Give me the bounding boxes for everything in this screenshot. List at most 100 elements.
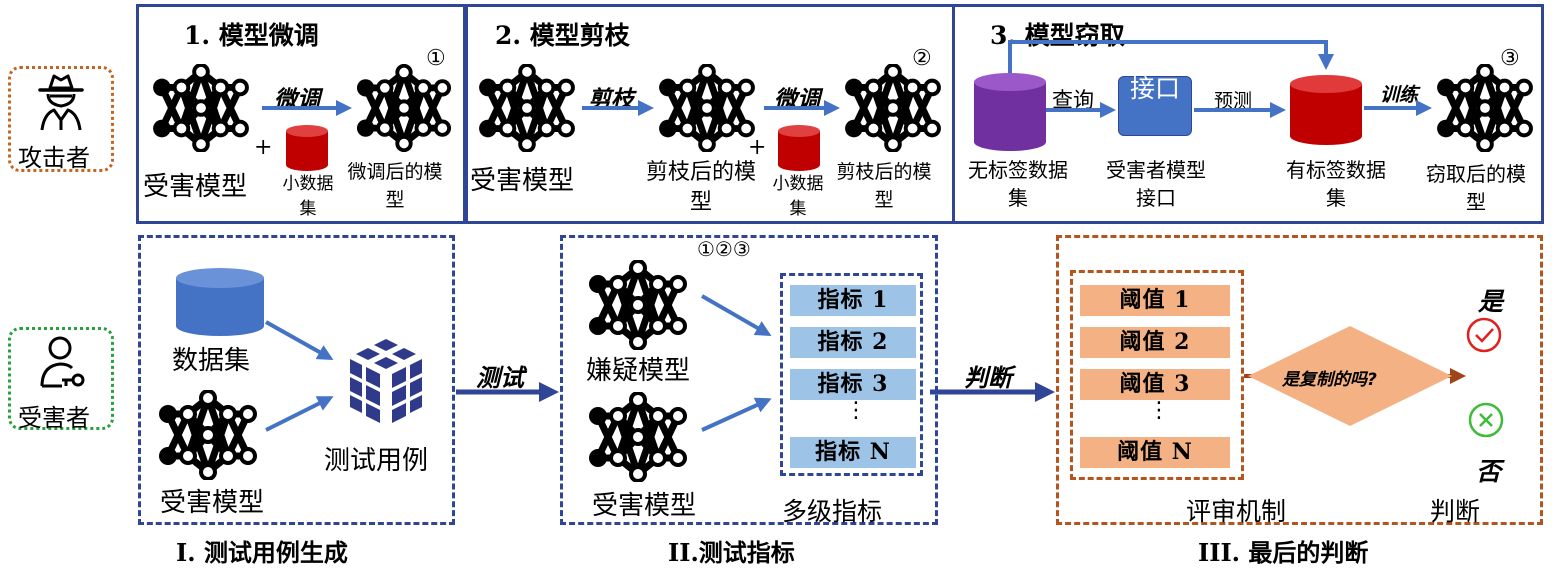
nn-node	[211, 78, 230, 97]
attack1-title: 1. 模型微调	[184, 21, 319, 50]
stage1-frame	[138, 235, 455, 525]
nn-node	[1476, 99, 1494, 117]
model-to-tests-arrow	[265, 396, 334, 432]
plus-sign: +	[748, 135, 767, 160]
nn-node	[518, 135, 536, 153]
nn-node	[159, 405, 177, 423]
multi-level-metrics-label: 多级指标	[782, 497, 883, 526]
nn-edge	[400, 86, 427, 145]
nn-edge	[1462, 70, 1489, 130]
nn-node	[717, 78, 736, 97]
nn-node	[1495, 78, 1514, 97]
judge-edge-label: 判断	[964, 364, 1012, 392]
neural-network-glyph	[356, 63, 452, 153]
neural-network-icon	[658, 63, 756, 153]
victim-model-label: 受害模型	[143, 172, 248, 202]
metric-item: 指标 3	[790, 369, 916, 400]
nn-node	[737, 78, 755, 97]
predict-label: 预测	[1214, 90, 1253, 112]
marker-2: ②	[912, 46, 932, 71]
nn-node	[629, 333, 647, 351]
train-action-label: 训练	[1380, 84, 1419, 106]
nn-node	[153, 119, 171, 138]
neural-network-icon	[156, 389, 260, 481]
marker-1: ①	[426, 46, 446, 71]
nn-edge	[634, 282, 662, 344]
stage1-footer: I. 测试用例生成	[176, 538, 348, 567]
nn-node	[433, 119, 452, 137]
nn-node	[479, 78, 497, 97]
nn-node	[172, 78, 191, 97]
nn-edge	[178, 70, 205, 130]
nn-edge	[1481, 86, 1508, 146]
nn-node	[395, 63, 413, 82]
neural-network-icon	[586, 391, 690, 483]
nn-node	[845, 119, 863, 138]
metrics-frame	[780, 273, 923, 476]
nn-node	[678, 119, 697, 138]
nn-edge	[184, 396, 212, 458]
nn-node	[199, 426, 217, 444]
nn-node	[498, 119, 517, 138]
nn-node	[1456, 78, 1475, 97]
nn-edge	[703, 86, 730, 146]
stage3-frame	[1056, 235, 1543, 525]
nn-edge	[889, 86, 916, 146]
nn-edge	[870, 70, 897, 130]
stage2-footer: II.测试指标	[668, 538, 795, 567]
nn-node	[557, 78, 575, 97]
labeled-dataset-label: 有标签数据集	[1286, 158, 1386, 210]
suspect-model-label: 嫌疑模型	[586, 356, 691, 386]
pruned-finetuned-model-label: 剪枝后的模型	[836, 161, 932, 211]
neural-network-icon	[356, 63, 452, 153]
nn-node	[239, 447, 257, 465]
nn-node	[884, 99, 902, 117]
nn-node	[649, 275, 667, 293]
pruned-model-label: 剪枝后的模型	[645, 160, 756, 215]
metric-item: 指标 1	[790, 285, 916, 316]
nn-node	[659, 119, 677, 138]
nn-node	[649, 449, 667, 467]
neural-network-glyph	[845, 63, 941, 153]
nn-node	[219, 405, 237, 423]
victim-interface-box	[1118, 76, 1192, 136]
nn-edge	[684, 70, 711, 130]
nn-node	[179, 447, 197, 465]
nn-node	[395, 134, 413, 153]
nn-node	[609, 275, 627, 293]
nn-node	[376, 119, 394, 137]
nn-node	[864, 119, 883, 138]
nn-node	[199, 389, 217, 407]
neural-network-glyph	[159, 389, 257, 481]
nn-node	[884, 135, 902, 153]
unlabeled-dataset-cylinder	[974, 73, 1046, 151]
finetuned-model-label: 微调后的模型	[347, 161, 443, 211]
judgement-label: 判断	[1430, 497, 1481, 526]
nn-node	[395, 99, 413, 117]
nn-node	[537, 119, 556, 138]
feedback-arrow	[1008, 40, 1334, 74]
attack-steal-frame	[952, 4, 1544, 224]
metric-item: 指标 N	[790, 437, 916, 468]
nn-node	[884, 63, 902, 81]
neural-network-icon	[478, 63, 576, 153]
nn-node	[864, 78, 883, 97]
nn-node	[629, 391, 647, 409]
victim-interface-label: 受害者模型接口	[1106, 158, 1206, 210]
victim-model-label: 受害模型	[592, 491, 697, 521]
nn-node	[629, 296, 647, 314]
nn-node	[717, 119, 736, 138]
small-dataset-cylinder	[286, 125, 328, 171]
spy-icon	[38, 74, 84, 131]
nn-node	[414, 79, 432, 97]
yes-label: 是	[1478, 287, 1504, 316]
nn-node	[698, 135, 716, 153]
nn-node	[192, 63, 210, 81]
stolen-model-label: 窃取后的模型	[1426, 162, 1526, 214]
interface-label: 接口	[1129, 74, 1180, 103]
test-cases-label: 测试用例	[324, 446, 429, 476]
victim-model-label: 受害模型	[470, 166, 575, 196]
victim-label: 受害者	[18, 404, 90, 432]
nn-node	[649, 407, 667, 425]
